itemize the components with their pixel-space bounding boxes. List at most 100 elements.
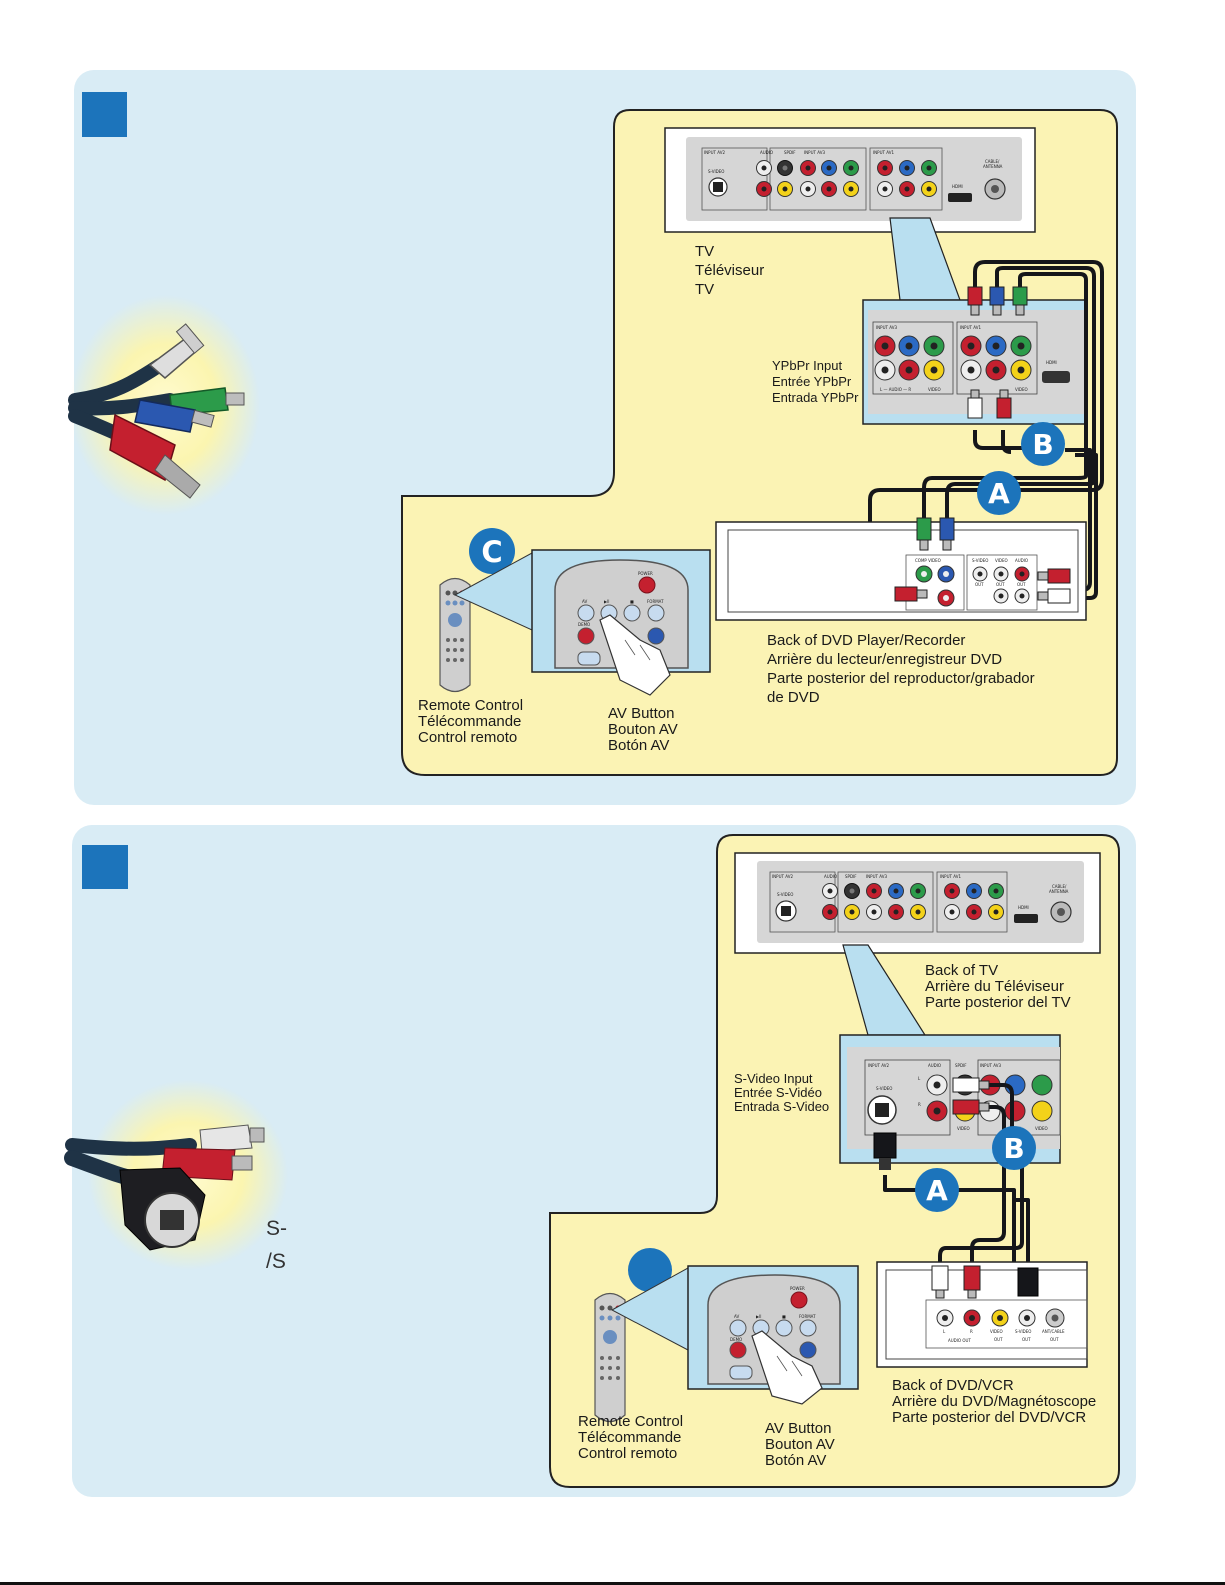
- svg-text:OUT: OUT: [975, 582, 984, 587]
- svg-text:POWER: POWER: [638, 571, 653, 576]
- svg-text:HDMI: HDMI: [952, 184, 963, 189]
- svg-text:ANT/CABLE: ANT/CABLE: [1042, 1329, 1065, 1334]
- badge-b-1: B: [1021, 422, 1065, 466]
- svg-text:OUT: OUT: [996, 582, 1005, 587]
- svg-text:S-VIDEO: S-VIDEO: [876, 1086, 892, 1091]
- svg-text:A: A: [926, 1174, 948, 1207]
- remote-zoom-1: POWER AV ▶II ■ FORMAT DEMO LOCK: [531, 549, 711, 696]
- svg-text:AV: AV: [582, 599, 587, 604]
- svg-text:▶II: ▶II: [604, 599, 609, 604]
- svg-text:DEMO: DEMO: [578, 622, 590, 627]
- av-button-label-1: AV Button Bouton AV Botón AV: [608, 705, 678, 754]
- svg-text:AUDIO: AUDIO: [1015, 558, 1028, 563]
- svg-text:L: L: [918, 1076, 921, 1081]
- svg-text:HDMI: HDMI: [1046, 360, 1057, 365]
- svg-text:SPDIF: SPDIF: [845, 874, 857, 879]
- svg-text:VIDEO: VIDEO: [1035, 1126, 1048, 1131]
- svg-text:CABLE/: CABLE/: [1052, 884, 1067, 889]
- remote-control-label-1: Remote Control Télécommande Control remo…: [418, 697, 524, 746]
- svg-text:ANTENNA: ANTENNA: [983, 164, 1003, 169]
- svg-text:INPUT AV1: INPUT AV1: [873, 150, 894, 155]
- svg-text:S-VIDEO: S-VIDEO: [1015, 1329, 1031, 1334]
- badge-a-1: A: [977, 471, 1021, 515]
- step-number-box-1: [82, 92, 127, 137]
- svg-text:OUT: OUT: [1022, 1337, 1031, 1342]
- svg-text:C: C: [481, 535, 502, 569]
- svg-text:VIDEO: VIDEO: [1015, 387, 1028, 392]
- cable-caption-fragment: S- /S: [266, 1217, 287, 1273]
- svg-text:VIDEO: VIDEO: [990, 1329, 1003, 1334]
- svg-text:S-VIDEO: S-VIDEO: [972, 558, 988, 563]
- svg-text:S-VIDEO: S-VIDEO: [708, 169, 724, 174]
- dvd-player-label: Back of DVD Player/Recorder Arrière du l…: [767, 632, 1035, 706]
- svg-text:AUDIO: AUDIO: [928, 1063, 941, 1068]
- svg-text:AUDIO: AUDIO: [760, 150, 773, 155]
- svg-text:FORMAT: FORMAT: [799, 1314, 816, 1319]
- tv-back-panel-2: INPUT AV2 AUDIO SPDIF INPUT AV3 INPUT AV…: [734, 852, 1101, 954]
- svg-text:POWER: POWER: [790, 1286, 805, 1291]
- vcr-plugs: [931, 1265, 1039, 1299]
- svg-text:INPUT AV2: INPUT AV2: [772, 874, 793, 879]
- svg-text:AUDIO OUT: AUDIO OUT: [948, 1338, 971, 1343]
- svg-text:S-VIDEO: S-VIDEO: [777, 892, 793, 897]
- svg-text:OUT: OUT: [1050, 1337, 1059, 1342]
- svideo-plugs-tv: [873, 1077, 990, 1170]
- hand-pressing-icon-2: [751, 1330, 823, 1405]
- component-cable-icon: [68, 295, 260, 515]
- tv-back-label-2: Back of TV Arrière du Téléviseur Parte p…: [925, 962, 1071, 1011]
- svg-text:■: ■: [630, 599, 634, 604]
- hand-pressing-icon: [599, 614, 671, 696]
- dvd-vcr-label: Back of DVD/VCR Arrière du DVD/Magnétosc…: [892, 1377, 1097, 1426]
- svg-text:L — AUDIO — R: L — AUDIO — R: [880, 387, 911, 392]
- svg-text:FORMAT: FORMAT: [647, 599, 664, 604]
- svg-text:CABLE/: CABLE/: [985, 159, 1000, 164]
- svg-text:SPDIF: SPDIF: [955, 1063, 967, 1068]
- dvd-vcr-back: L R AUDIO OUT VIDEO OUT S-VIDEO OUT ANT/…: [876, 1261, 1088, 1368]
- svg-text:INPUT AV2: INPUT AV2: [704, 150, 725, 155]
- svideo-input-label: S-Video Input Entrée S-Vidéo Entrada S-V…: [734, 1071, 830, 1114]
- ypbpr-input-label: YPbPr Input Entrée YPbPr Entrada YPbPr: [772, 358, 859, 405]
- svg-text:AUDIO: AUDIO: [824, 874, 837, 879]
- step-number-box-2: [82, 845, 128, 889]
- svg-text:SPDIF: SPDIF: [784, 150, 796, 155]
- badge-a-2: A: [915, 1168, 959, 1212]
- svg-text:INPUT AV3: INPUT AV3: [866, 874, 887, 879]
- remote-control-icon-2: [594, 1292, 626, 1423]
- remote-zoom-2: POWER AV ▶II ■ FORMAT DEMO LOCK: [687, 1265, 859, 1405]
- svg-text:INPUT AV1: INPUT AV1: [940, 874, 961, 879]
- tv-label-1: TV Téléviseur TV: [695, 243, 765, 298]
- svg-text:INPUT AV3: INPUT AV3: [980, 1063, 1001, 1068]
- badge-b-2: B: [992, 1126, 1036, 1170]
- av-button-label-2: AV Button Bouton AV Botón AV: [765, 1420, 835, 1469]
- dvd-player-back: COMP VIDEO S-VIDEO VIDEO AUDIO OUT OUT O…: [715, 521, 1087, 621]
- svg-text:INPUT AV1: INPUT AV1: [960, 325, 981, 330]
- ypbpr-plugs: [967, 286, 1028, 419]
- svg-text:OUT: OUT: [1017, 582, 1026, 587]
- svg-text:OUT: OUT: [994, 1337, 1003, 1342]
- svg-text:R: R: [918, 1102, 921, 1107]
- svg-text:DEMO: DEMO: [730, 1337, 742, 1342]
- svg-text:INPUT AV2: INPUT AV2: [868, 1063, 889, 1068]
- page-bottom-rule: [0, 1582, 1225, 1585]
- svg-text:▶II: ▶II: [756, 1314, 761, 1319]
- svg-text:R: R: [970, 1329, 973, 1334]
- power-icon-2: [790, 1291, 808, 1309]
- svg-text:VIDEO: VIDEO: [957, 1126, 970, 1131]
- svg-text:HDMI: HDMI: [1018, 905, 1029, 910]
- svg-text:AV: AV: [734, 1314, 739, 1319]
- svg-text:INPUT AV3: INPUT AV3: [804, 150, 825, 155]
- svg-text:L: L: [943, 1329, 946, 1334]
- svg-text:VIDEO: VIDEO: [928, 387, 941, 392]
- dvd-plugs: [894, 517, 1071, 604]
- svg-text:VIDEO: VIDEO: [995, 558, 1008, 563]
- power-icon: [638, 576, 656, 594]
- svg-text:A: A: [988, 477, 1010, 510]
- svg-text:B: B: [1032, 428, 1053, 461]
- svg-text:INPUT AV3: INPUT AV3: [876, 325, 897, 330]
- remote-control-label-2: Remote Control Télécommande Control remo…: [578, 1413, 684, 1462]
- svg-text:ANTENNA: ANTENNA: [1049, 889, 1069, 894]
- badge-c-2: [628, 1248, 672, 1292]
- badge-c-1: C: [469, 528, 515, 574]
- tv-back-panel-1: INPUT AV2 AUDIO SPDIF INPUT AV3 INPUT AV…: [664, 127, 1036, 233]
